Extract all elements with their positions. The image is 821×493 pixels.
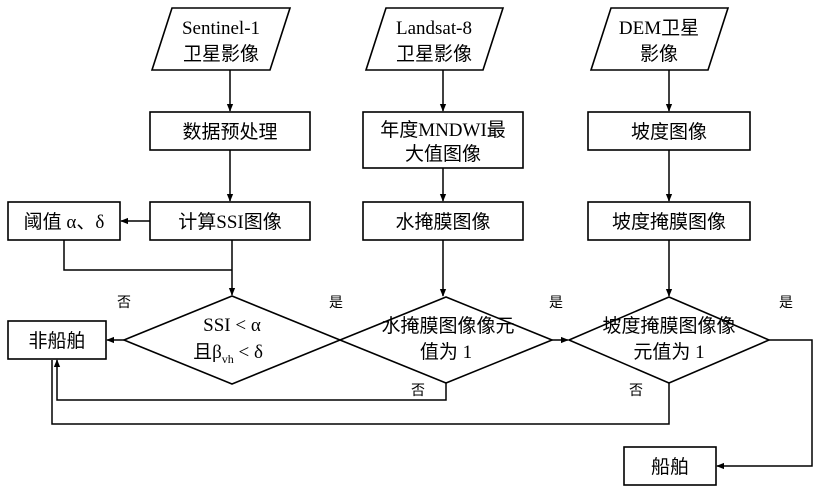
label-slope-no: 否	[629, 384, 643, 399]
water-decision-line1: 水掩膜图像像元	[381, 315, 514, 337]
label-ssi-yes: 是	[329, 296, 343, 311]
water-decision-line2: 值为 1	[420, 341, 472, 363]
line-slope-no-to-nonship	[52, 360, 669, 424]
label-slope-yes: 是	[779, 296, 793, 311]
slope-image-node: 坡度图像	[588, 112, 750, 150]
preprocess-label: 数据预处理	[182, 121, 277, 143]
landsat8-input-node: Landsat-8 卫星影像	[366, 8, 503, 70]
dem-title: DEM卫星	[619, 18, 699, 39]
slope-decision-line2: 元值为 1	[633, 341, 704, 363]
ssi-decision-node: SSI < α 且βvh < δ	[124, 296, 340, 384]
slope-decision-line1: 坡度掩膜图像像	[602, 315, 735, 337]
label-ssi-no: 否	[117, 296, 131, 311]
ship-node: 船舶	[624, 447, 716, 485]
dem-subtitle: 影像	[640, 43, 678, 65]
sentinel1-title: Sentinel-1	[182, 18, 260, 39]
ssi-label: 计算SSI图像	[178, 211, 281, 233]
sentinel1-input-node: Sentinel-1 卫星影像	[152, 8, 290, 70]
non-ship-label: 非船舶	[28, 330, 85, 352]
ship-label: 船舶	[651, 456, 689, 478]
mndwi-label-line1: 年度MNDWI最	[380, 119, 506, 141]
mndwi-node: 年度MNDWI最 大值图像	[363, 112, 523, 168]
label-water-yes: 是	[549, 296, 563, 311]
water-mask-node: 水掩膜图像	[363, 202, 523, 240]
landsat8-subtitle: 卫星影像	[396, 43, 472, 65]
line-threshold-merge	[64, 240, 232, 270]
slope-image-label: 坡度图像	[631, 121, 707, 143]
sentinel1-subtitle: 卫星影像	[183, 43, 259, 65]
slope-mask-node: 坡度掩膜图像	[588, 202, 750, 240]
slope-decision-node: 坡度掩膜图像像 元值为 1	[569, 297, 769, 383]
dem-input-node: DEM卫星 影像	[591, 8, 728, 70]
ssi-decision-line1: SSI < α	[203, 315, 261, 336]
non-ship-node: 非船舶	[8, 321, 106, 359]
water-decision-node: 水掩膜图像像元 值为 1	[340, 297, 552, 383]
landsat8-title: Landsat-8	[396, 18, 472, 39]
threshold-node: 阈值 α、δ	[8, 202, 120, 240]
slope-mask-label: 坡度掩膜图像	[612, 211, 726, 233]
mndwi-label-line2: 大值图像	[405, 143, 481, 165]
arrow-slope-yes-to-ship	[717, 340, 812, 466]
ssi-node: 计算SSI图像	[150, 202, 310, 240]
label-water-no: 否	[411, 384, 425, 399]
preprocess-node: 数据预处理	[150, 112, 310, 150]
threshold-label: 阈值 α、δ	[24, 211, 105, 233]
water-mask-label: 水掩膜图像	[395, 211, 490, 233]
